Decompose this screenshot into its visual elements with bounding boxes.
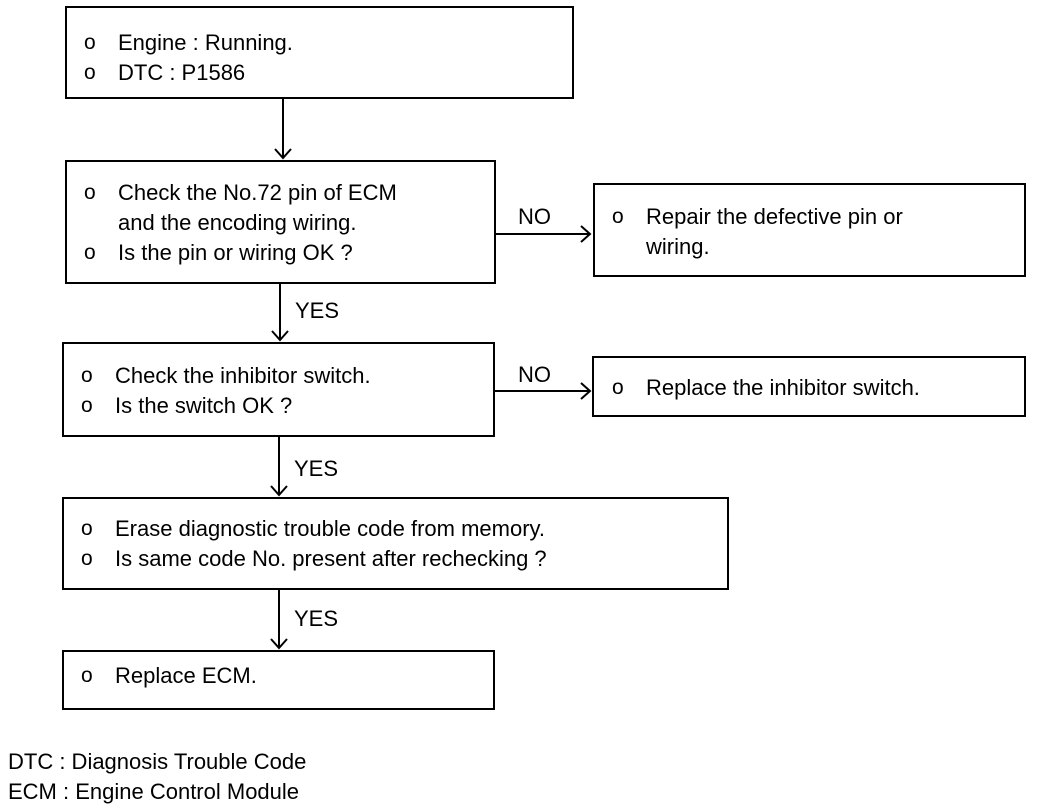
step-engine-status: o Engine : Running. o DTC : P1586 [65, 6, 574, 99]
step-text: Erase diagnostic trouble code from memor… [115, 516, 545, 541]
step-text: DTC : P1586 [118, 60, 246, 85]
bullet-marker: o [84, 241, 96, 264]
step-text: Engine : Running. [118, 30, 293, 55]
step-text: Repair the defective pin or [646, 204, 903, 229]
step-text: and the encoding wiring. [118, 210, 357, 235]
step-text: Is the pin or wiring OK ? [118, 240, 353, 265]
edge-label-no: NO [518, 362, 551, 387]
legend-ecm: ECM : Engine Control Module [8, 779, 300, 804]
step-check-pin: o Check the No.72 pin of ECM and the enc… [65, 160, 496, 284]
step-replace-switch: o Replace the inhibitor switch. [592, 356, 1026, 417]
bullet-marker: o [612, 205, 624, 228]
step-text: Replace ECM. [115, 663, 257, 688]
step-text: Check the No.72 pin of ECM [118, 180, 397, 205]
bullet-marker: o [612, 376, 624, 399]
bullet-marker: o [81, 364, 93, 387]
legend-dtc: DTC : Diagnosis Trouble Code [8, 749, 307, 774]
step-check-switch: o Check the inhibitor switch. o Is the s… [62, 342, 495, 437]
step-text: Replace the inhibitor switch. [646, 375, 920, 400]
step-text: wiring. [646, 234, 710, 259]
step-repair-pin: o Repair the defective pin or wiring. [593, 183, 1026, 277]
edge-label-yes: YES [294, 456, 339, 481]
bullet-marker: o [84, 61, 96, 84]
bullet-marker: o [84, 31, 96, 54]
bullet-marker: o [81, 664, 93, 687]
bullet-marker: o [81, 394, 93, 417]
bullet-marker: o [81, 547, 93, 570]
edge-label-yes: YES [295, 298, 340, 323]
step-erase-code: o Erase diagnostic trouble code from mem… [62, 497, 729, 590]
edge-label-no: NO [518, 204, 551, 229]
bullet-marker: o [81, 517, 93, 540]
edge-label-yes: YES [294, 606, 339, 631]
step-replace-ecm: o Replace ECM. [62, 650, 495, 710]
step-text: Is same code No. present after recheckin… [115, 546, 547, 571]
step-text: Is the switch OK ? [115, 393, 293, 418]
bullet-marker: o [84, 181, 96, 204]
step-text: Check the inhibitor switch. [115, 363, 371, 388]
